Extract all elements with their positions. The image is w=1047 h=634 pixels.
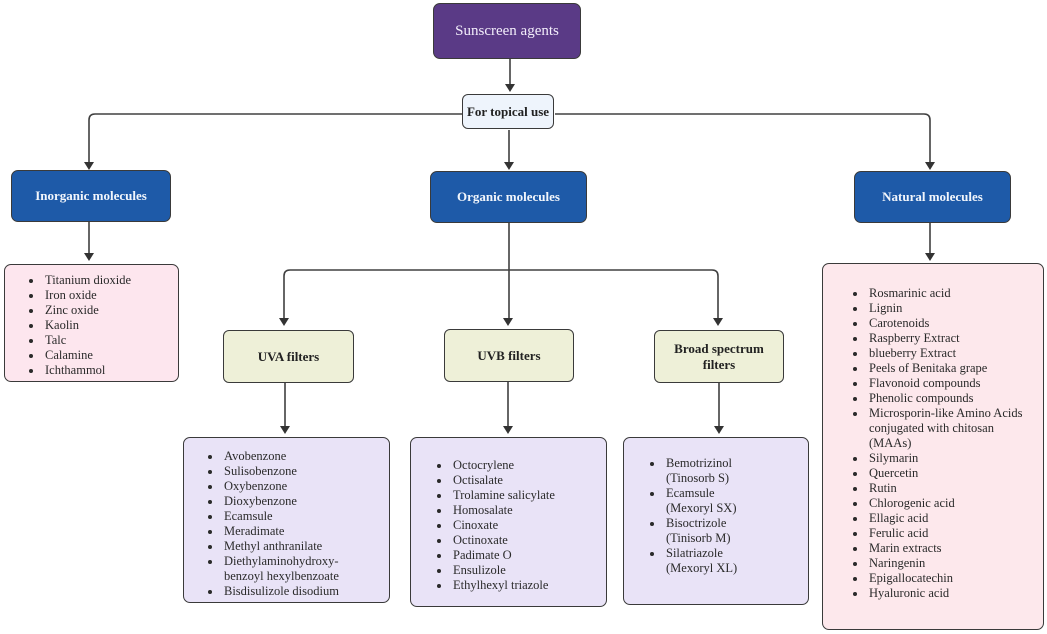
list-item: Bisdisulizole disodium: [222, 584, 377, 599]
list-item: Quercetin: [867, 466, 1025, 481]
list-item: Trolamine salicylate: [451, 488, 606, 503]
list-item: Diethylaminohydroxy-benzoyl hexylbenzoat…: [222, 554, 377, 584]
uvb-label: UVB filters: [477, 347, 541, 363]
uva-label: UVA filters: [257, 348, 320, 364]
list-item: Silymarin: [867, 451, 1025, 466]
list-item: blueberry Extract: [867, 346, 1025, 361]
arrowhead: [503, 318, 513, 326]
list-item: Phenolic compounds: [867, 391, 1025, 406]
list-item: Bisoctrizole (Tinisorb M): [664, 516, 764, 546]
node-broad-spectrum-filters: Broad spectrum filters: [654, 330, 784, 383]
list-inorganic: Titanium dioxideIron oxideZinc oxideKaol…: [4, 264, 179, 382]
list-item: Padimate O: [451, 548, 606, 563]
uva-items: AvobenzoneSulisobenzoneOxybenzoneDioxybe…: [184, 449, 377, 599]
connector-topical-inorganic: [88, 113, 462, 166]
arrowhead: [503, 426, 513, 434]
list-item: Ecamsule: [222, 509, 377, 524]
list-item: Peels of Benitaka grape: [867, 361, 1025, 376]
root-label: Sunscreen agents: [455, 22, 559, 39]
list-item: Octocrylene: [451, 458, 606, 473]
broad-label: Broad spectrum filters: [674, 340, 764, 372]
uvb-items: OctocryleneOctisalateTrolamine salicylat…: [411, 458, 606, 593]
connector-topical-natural: [555, 113, 931, 166]
list-item: Meradimate: [222, 524, 377, 539]
list-item: Ellagic acid: [867, 511, 1025, 526]
arrowhead: [279, 318, 289, 326]
node-uvb-filters: UVB filters: [444, 329, 574, 382]
list-item: Naringenin: [867, 556, 1025, 571]
arrowhead: [713, 318, 723, 326]
list-uvb: OctocryleneOctisalateTrolamine salicylat…: [410, 437, 607, 607]
list-item: Octinoxate: [451, 533, 606, 548]
list-item: Cinoxate: [451, 518, 606, 533]
arrowhead: [280, 426, 290, 434]
list-item: Flavonoid compounds: [867, 376, 1025, 391]
node-for-topical-use: For topical use: [462, 94, 554, 129]
list-broad-spectrum: Bemotrizinol (Tinosorb S)Ecamsule (Mexor…: [623, 437, 809, 605]
list-item: Silatriazole (Mexoryl XL): [664, 546, 764, 576]
list-uva: AvobenzoneSulisobenzoneOxybenzoneDioxybe…: [183, 437, 390, 603]
list-item: Ichthammol: [43, 363, 178, 378]
topical-label: For topical use: [466, 103, 550, 119]
list-item: Rosmarinic acid: [867, 286, 1025, 301]
list-item: Calamine: [43, 348, 178, 363]
list-item: Ensulizole: [451, 563, 606, 578]
list-item: Chlorogenic acid: [867, 496, 1025, 511]
natural-items: Rosmarinic acidLigninCarotenoidsRaspberr…: [823, 286, 1025, 601]
list-item: Raspberry Extract: [867, 331, 1025, 346]
arrowhead: [505, 84, 515, 92]
list-item: Zinc oxide: [43, 303, 178, 318]
list-item: Iron oxide: [43, 288, 178, 303]
broad-items: Bemotrizinol (Tinosorb S)Ecamsule (Mexor…: [624, 456, 764, 576]
list-item: Avobenzone: [222, 449, 377, 464]
node-inorganic-molecules: Inorganic molecules: [11, 170, 171, 222]
node-organic-molecules: Organic molecules: [430, 171, 587, 223]
list-item: Titanium dioxide: [43, 273, 178, 288]
list-item: Methyl anthranilate: [222, 539, 377, 554]
list-item: Microsporin-like Amino Acids conjugated …: [867, 406, 1025, 451]
list-item: Sulisobenzone: [222, 464, 377, 479]
list-item: Carotenoids: [867, 316, 1025, 331]
list-item: Dioxybenzone: [222, 494, 377, 509]
arrowhead: [504, 162, 514, 170]
list-item: Bemotrizinol (Tinosorb S): [664, 456, 764, 486]
list-item: Homosalate: [451, 503, 606, 518]
arrowhead: [714, 426, 724, 434]
list-item: Hyaluronic acid: [867, 586, 1025, 601]
list-natural: Rosmarinic acidLigninCarotenoidsRaspberr…: [822, 263, 1044, 630]
list-item: Marin extracts: [867, 541, 1025, 556]
list-item: Lignin: [867, 301, 1025, 316]
list-item: Kaolin: [43, 318, 178, 333]
list-item: Oxybenzone: [222, 479, 377, 494]
list-item: Ecamsule (Mexoryl SX): [664, 486, 764, 516]
organic-label: Organic molecules: [457, 189, 560, 204]
connector-organic-broad: [509, 269, 719, 322]
root-node-sunscreen-agents: Sunscreen agents: [433, 3, 581, 59]
node-natural-molecules: Natural molecules: [854, 171, 1011, 223]
arrowhead: [925, 162, 935, 170]
inorganic-label: Inorganic molecules: [35, 188, 147, 203]
list-item: Octisalate: [451, 473, 606, 488]
connector-organic-uva: [283, 269, 509, 322]
node-uva-filters: UVA filters: [223, 330, 354, 383]
arrowhead: [84, 253, 94, 261]
list-item: Epigallocatechin: [867, 571, 1025, 586]
arrowhead: [925, 253, 935, 261]
arrowhead: [84, 162, 94, 170]
natural-label: Natural molecules: [882, 189, 983, 204]
list-item: Rutin: [867, 481, 1025, 496]
inorganic-items: Titanium dioxideIron oxideZinc oxideKaol…: [5, 273, 178, 378]
list-item: Ferulic acid: [867, 526, 1025, 541]
list-item: Talc: [43, 333, 178, 348]
list-item: Ethylhexyl triazole: [451, 578, 606, 593]
